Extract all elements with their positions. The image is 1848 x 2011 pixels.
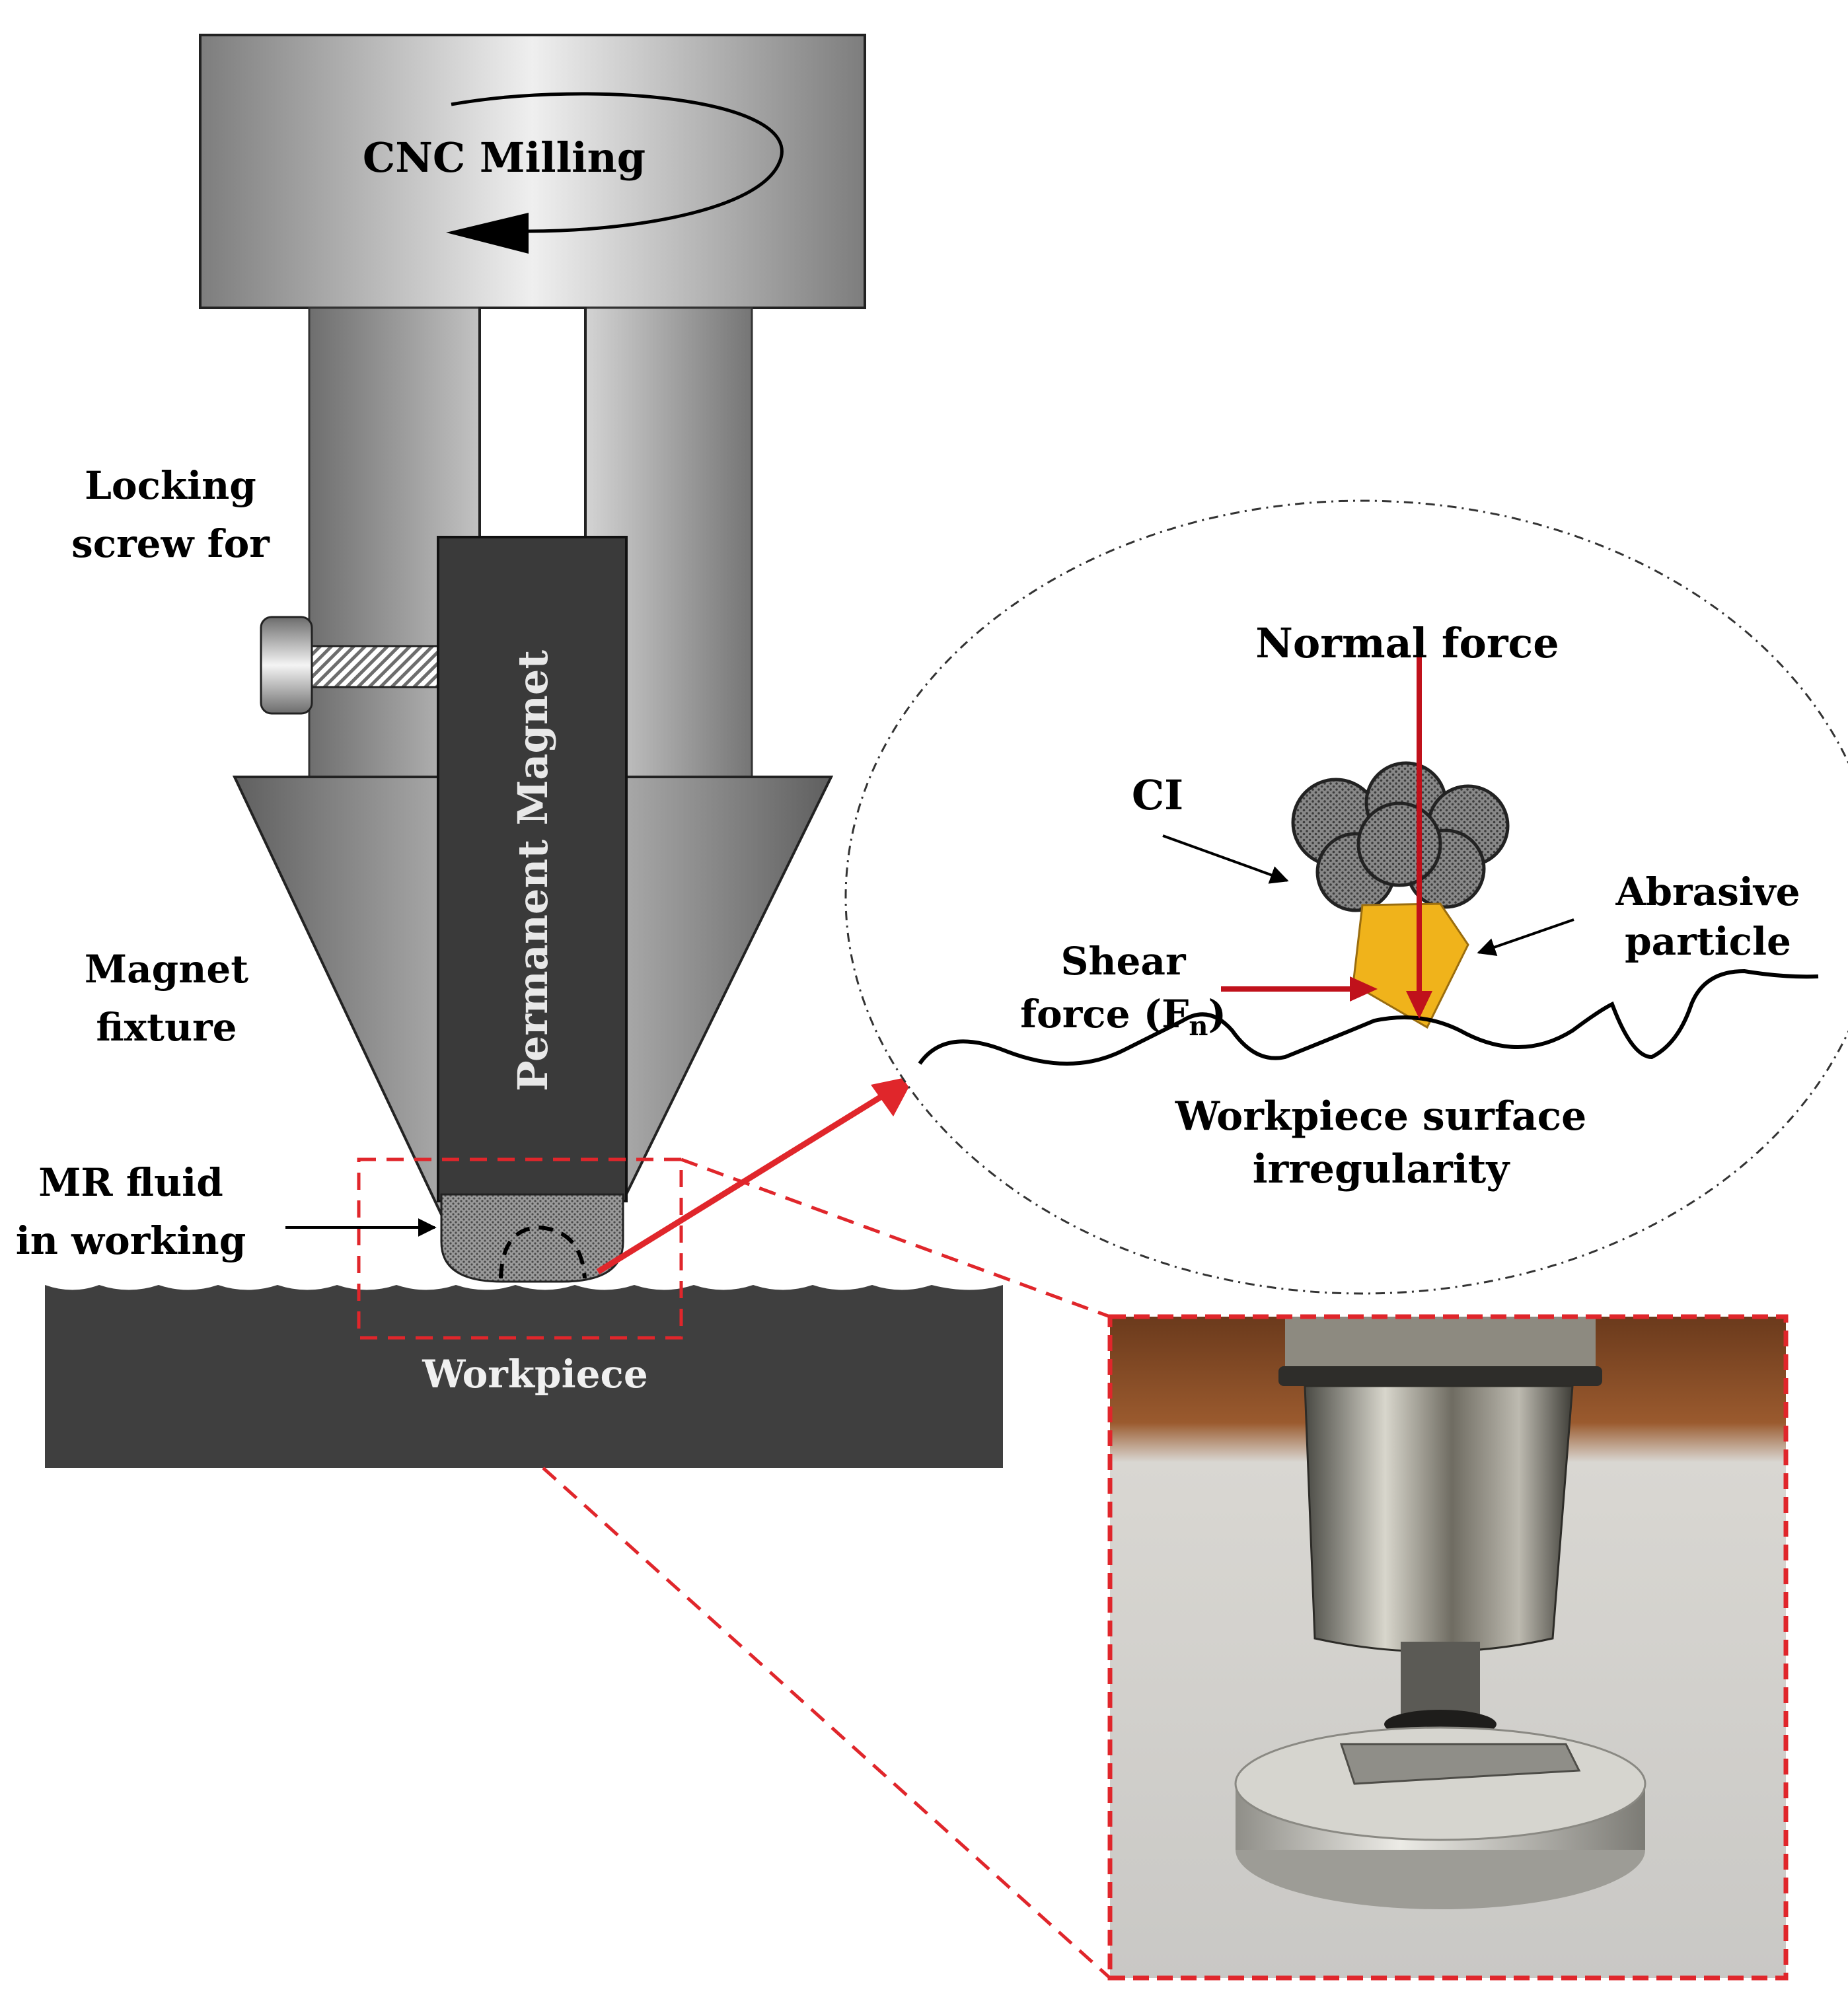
surface-irregularity-label-line1: Workpiece surface [1175, 1093, 1587, 1140]
photo-small-magnet-bar [1339, 1743, 1581, 1785]
abrasive-pointer-arrow [1477, 918, 1574, 956]
normal-force-arrow-head-icon [1406, 991, 1432, 1019]
locking-screw-label-line1: Locking [85, 463, 256, 508]
screw-knob-icon [260, 616, 313, 715]
cnc-milling-label: CNC Milling [363, 133, 646, 182]
mr-fluid-label-line2: in working [16, 1218, 246, 1263]
permanent-magnet-label: Permanent Magnet [509, 650, 557, 1091]
magnify-arrow-head-icon [871, 1076, 915, 1116]
workpiece-block: Workpiece [45, 1285, 1003, 1468]
rotation-arrow-icon [446, 213, 529, 254]
normal-force-label: Normal force [1255, 619, 1559, 667]
zoom-line-top [681, 1157, 1111, 1319]
mr-fluid-brush [440, 1193, 624, 1283]
surface-irregularity-curve [918, 969, 1819, 1066]
magnet-fixture-label-line2: fixture [96, 1005, 237, 1050]
abrasive-particle [1352, 902, 1469, 1029]
photo-shaft [1401, 1642, 1480, 1721]
shear-force-label-line2: force (Fn) [1020, 992, 1226, 1042]
permanent-magnet: Permanent Magnet [437, 536, 628, 1202]
magnet-fixture-label-line1: Magnet [85, 947, 248, 992]
photo-tool-collar [1278, 1366, 1602, 1386]
shear-force-arrow-head-icon [1350, 976, 1378, 1002]
photo-magnet-cylinder [1304, 1385, 1574, 1653]
photo-tool-top-barrel [1285, 1317, 1596, 1366]
workpiece-label: Workpiece [422, 1352, 648, 1397]
ci-label: CI [1132, 771, 1183, 819]
zoom-line-bottom [542, 1467, 1111, 1979]
zoom-detail-circle: Normal force CI Abrasive particle Shear … [844, 499, 1848, 1295]
magnify-arrow [596, 1076, 915, 1274]
tool-photo-inset [1107, 1314, 1789, 1981]
zoom-callout [357, 1157, 1111, 1979]
shear-force-label-line1: Shear [1060, 939, 1187, 984]
abrasive-label-line2: particle [1625, 919, 1791, 964]
ci-pointer-arrow [1162, 834, 1289, 884]
locking-screw [260, 616, 441, 715]
locking-screw-label-line2: screw for [71, 521, 270, 566]
surface-irregularity-label-line2: irregularity [1253, 1146, 1511, 1192]
abrasive-label-line1: Abrasive [1615, 869, 1800, 914]
mr-fluid-label-line1: MR fluid [38, 1160, 223, 1205]
photo-frame [1107, 1314, 1789, 1981]
cnc-milling-head: CNC Milling [199, 34, 866, 309]
